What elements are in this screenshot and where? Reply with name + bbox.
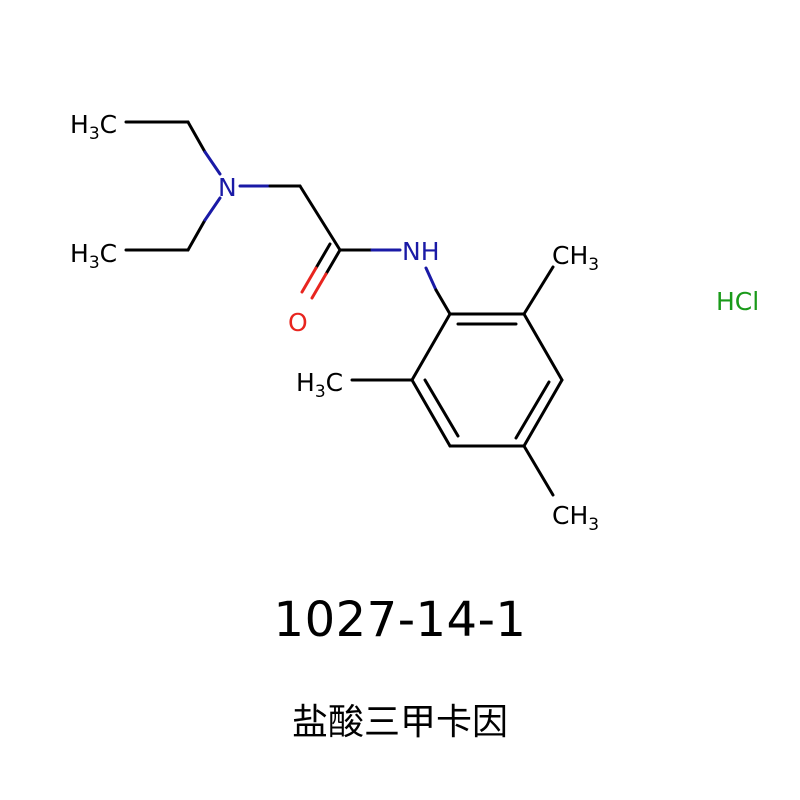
bond-ch2-carbonyl xyxy=(298,184,342,252)
bond-nh-ring-a xyxy=(424,266,438,292)
atom-o-carbonyl: O xyxy=(288,308,308,337)
ring-bond-6 xyxy=(410,312,452,382)
bond-co-1b xyxy=(310,272,328,300)
bond-ch2-n-top-b xyxy=(203,150,222,176)
atom-n-amine: N xyxy=(218,173,237,202)
atom-ch3-bottom: CH3 xyxy=(552,501,599,535)
ring-bond-5-inner xyxy=(423,378,460,438)
bond-ch2-n-bottom-b xyxy=(203,196,222,222)
bond-ring-ch3-bottom xyxy=(522,444,555,497)
bond-co-2a xyxy=(314,242,332,270)
atom-ch3-mid-left: H3C xyxy=(70,239,117,273)
atom-hcl: HCl xyxy=(716,287,759,316)
bond-nh-ring-b xyxy=(434,288,452,316)
bond-ring-ch3-upper xyxy=(522,265,555,316)
ring-bond-3-inner xyxy=(514,380,551,440)
compound-name: 盐酸三甲卡因 xyxy=(291,702,508,743)
atom-ch3-left-ring: H3C xyxy=(296,368,343,402)
atom-ch3-top-left: H3C xyxy=(70,110,117,144)
bond-co-1a xyxy=(324,248,342,276)
cas-number: 1027-14-1 xyxy=(273,592,527,648)
atom-ch3-upper-right: CH3 xyxy=(552,241,599,275)
atom-nh: NH xyxy=(402,237,440,266)
structure-diagram: H3C N H3C NH CH3 O H3C CH3 HCl xyxy=(70,110,759,535)
bond-ch2-n-bottom-a xyxy=(186,218,207,252)
bond-ch2-n-top-a xyxy=(186,120,207,154)
bond-co-2b xyxy=(300,266,318,294)
ring-bond-2 xyxy=(522,312,564,382)
ring-bond-3 xyxy=(522,378,564,448)
ring-bond-5 xyxy=(410,378,452,448)
